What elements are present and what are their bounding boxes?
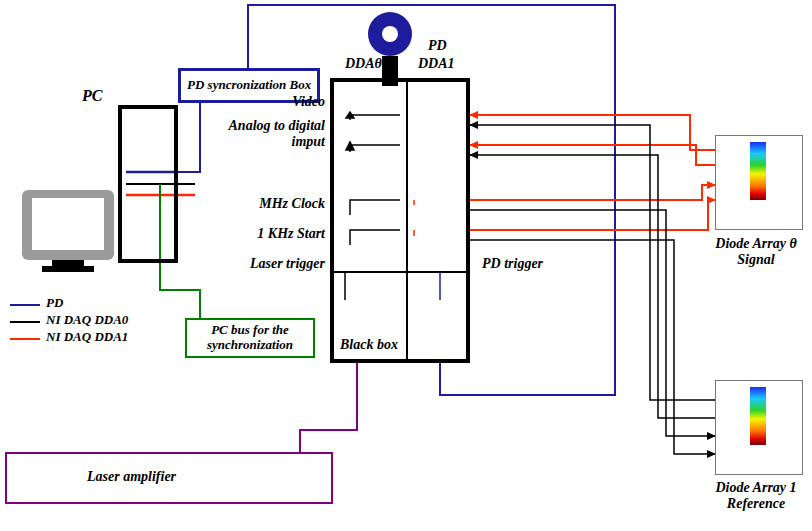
signal-label: Analog to digital imput [213, 118, 325, 150]
internal-wires [345, 112, 440, 300]
node-label: PD [428, 38, 447, 54]
signal-wire [470, 125, 715, 400]
signal-label: DDAθ [345, 56, 382, 72]
signal-wire [470, 155, 715, 418]
legend-sample [10, 304, 40, 306]
monitor-icon [22, 190, 114, 272]
node-label: PC [82, 87, 102, 105]
photodiode-icon [368, 12, 412, 86]
signal-wire [470, 240, 715, 454]
legend-text: PD [46, 296, 63, 311]
node-label: Diode Array 1 Reference [696, 480, 812, 512]
signal-wire [470, 200, 715, 230]
wire [159, 184, 161, 263]
bus-box: PC bus for the synchronization [185, 318, 315, 358]
signal-wire [470, 185, 715, 200]
signal-label: PD trigger [482, 256, 543, 272]
diode-array: Diode Array 1 Reference [715, 380, 803, 475]
node-label: Black box [340, 337, 398, 353]
diode-array-strip [750, 387, 766, 445]
computer-tower: PC [118, 105, 178, 263]
signal-label: DDA1 [418, 56, 455, 72]
signal-wire [470, 210, 715, 436]
legend-text: NI DAQ DDA0 [46, 313, 128, 328]
signal-wire [160, 263, 200, 318]
signal-label: MHz Clock [259, 196, 325, 212]
diode-array-strip [750, 142, 766, 200]
box-divider [332, 80, 468, 361]
signal-label: 1 KHz Start [257, 226, 325, 242]
wire [126, 171, 178, 174]
black-box: Black box [330, 78, 470, 363]
legend-sample [10, 321, 40, 323]
node-label: Laser amplifier [87, 469, 331, 485]
photodiode: PD [360, 8, 420, 88]
legend-sample [10, 338, 40, 340]
node-label: PD syncronization Box [187, 78, 311, 93]
amplifier-box: Laser amplifier [5, 452, 333, 504]
diode-array: Diode Array θ Signal [715, 135, 803, 230]
signal-wire [300, 363, 357, 452]
legend-text: NI DAQ DDA1 [46, 330, 128, 345]
signal-label: Video [292, 94, 325, 110]
node-label: PC bus for the synchronization [192, 323, 308, 353]
node-label: Diode Array θ Signal [696, 236, 812, 268]
signal-label: Laser trigger [250, 256, 325, 272]
signal-wire [178, 103, 200, 172]
